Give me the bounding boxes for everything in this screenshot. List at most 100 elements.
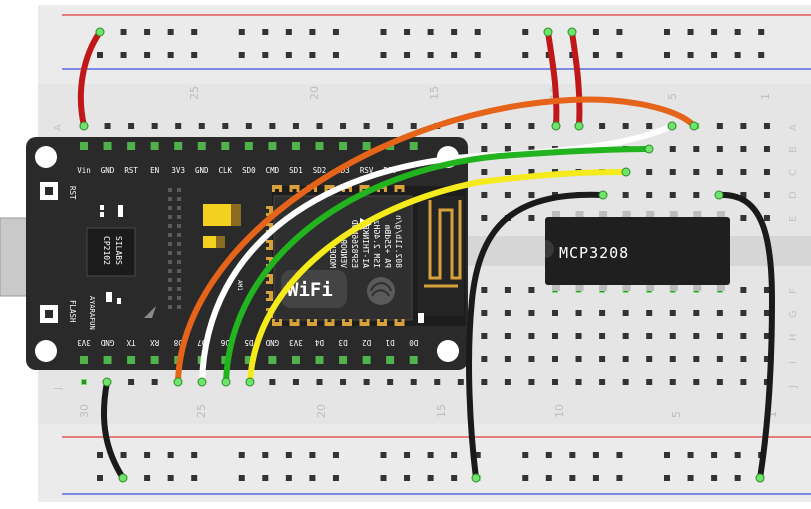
- rail-hole: [404, 452, 411, 458]
- breadboard-hole: [104, 123, 111, 129]
- breadboard-hole: [646, 333, 653, 339]
- rail-hole: [120, 52, 127, 58]
- header-pin-top: [80, 142, 88, 150]
- rail-hole: [309, 452, 316, 458]
- ic-leg-bottom: [646, 283, 655, 291]
- esp-pad-side: [266, 274, 273, 284]
- bottom-pin-label: D7: [197, 338, 206, 347]
- row-letter-e-right: E: [788, 216, 799, 222]
- rail-hole: [191, 475, 198, 481]
- wire-endpoint: [543, 27, 553, 37]
- top-pin-label: GND: [101, 166, 115, 175]
- silk-dot: [177, 278, 181, 282]
- breadboard-hole: [740, 356, 747, 362]
- breadboard-hole: [740, 146, 747, 152]
- rail-hole: [711, 475, 718, 481]
- rail-hole: [404, 475, 411, 481]
- smd-part-3: [118, 205, 123, 217]
- header-pin-bottom: [127, 356, 136, 364]
- silk-dot: [177, 269, 181, 273]
- row-letter-g-right: G: [788, 310, 799, 318]
- breadboard-hole: [599, 123, 606, 129]
- header-pin-top: [362, 142, 371, 150]
- rail-hole: [262, 52, 269, 58]
- top-pin-label: RSV: [360, 166, 374, 175]
- ic-leg-top: [693, 211, 702, 219]
- silk-dot: [177, 197, 181, 201]
- header-pin-top: [244, 142, 253, 150]
- rail-hole: [167, 29, 174, 35]
- header-pin-bottom: [315, 356, 324, 364]
- rail-hole: [734, 475, 741, 481]
- rail-hole: [285, 452, 292, 458]
- yellow-wire: [247, 169, 629, 385]
- wire-endpoint: [118, 473, 128, 483]
- breadboard-hole: [481, 379, 488, 385]
- silk-dot: [177, 287, 181, 291]
- breadboard-hole: [481, 169, 488, 175]
- row-letter-a-right: A: [788, 124, 799, 131]
- breadboard-hole: [740, 287, 747, 293]
- breadboard-hole: [646, 192, 653, 198]
- header-pin-bottom: [244, 356, 253, 364]
- esp-module-text-line: 802.11b/g/n: [394, 215, 403, 268]
- column-number-30-bottom: 30: [78, 404, 91, 418]
- header-pin-top: [103, 142, 112, 150]
- rail-hole: [522, 452, 529, 458]
- breadboard-hole: [599, 333, 606, 339]
- breadboard-hole: [410, 123, 417, 129]
- wire-endpoint: [755, 473, 765, 483]
- bottom-pin-label: D2: [362, 338, 371, 347]
- rail-hole: [144, 52, 151, 58]
- bottom-pin-label: D8: [173, 338, 183, 347]
- mcp3208-body: [545, 217, 730, 285]
- logo-triangle-icon: [144, 306, 156, 318]
- rail-hole: [309, 29, 316, 35]
- wire-endpoint: [471, 473, 481, 483]
- rail-hole: [238, 29, 245, 35]
- breadboard-hole: [763, 333, 770, 339]
- bottom-pin-label: GND: [100, 338, 114, 347]
- silk-dot: [177, 206, 181, 210]
- breadboard-hole: [669, 192, 676, 198]
- esp-pad-bottom: [289, 319, 300, 326]
- breadboard-hole: [222, 123, 229, 129]
- breadboard-hole: [481, 333, 488, 339]
- column-number-5-top: 5: [666, 93, 679, 100]
- rail-hole: [97, 452, 103, 458]
- header-pin-top: [409, 142, 418, 150]
- logo-swirl: [370, 282, 392, 297]
- breadboard-hole: [504, 356, 511, 362]
- column-number-10-bottom: 10: [553, 404, 566, 418]
- mcp3208-legs: [552, 211, 725, 291]
- rail-hole: [545, 452, 552, 458]
- rail-hole: [616, 29, 623, 35]
- breadboard-hole: [528, 123, 535, 129]
- breadboard-hole: [128, 379, 135, 385]
- rail-hole: [120, 452, 127, 458]
- flash-label: FLASH: [68, 300, 77, 323]
- wire-endpoint: [197, 377, 207, 387]
- rail-hole: [734, 452, 741, 458]
- breadboard-hole: [316, 123, 323, 129]
- rail-hole: [522, 29, 529, 35]
- breadboard-hole: [693, 169, 700, 175]
- silk-dot: [168, 188, 172, 192]
- cp2102-label: CP2102: [102, 236, 111, 265]
- breadboard-hole: [504, 146, 511, 152]
- breadboard-hole: [693, 310, 700, 316]
- breadboard-hole: [269, 123, 276, 129]
- breadboard-hole: [716, 123, 723, 129]
- breadboard-hole: [528, 310, 535, 316]
- silk-dot: [168, 278, 172, 282]
- red-wire-left: [77, 29, 103, 129]
- bottom-pin-label: D4: [315, 338, 325, 347]
- header-pin-top: [291, 142, 300, 150]
- breadboard-hole: [646, 169, 653, 175]
- esp-pad-top: [394, 185, 405, 192]
- rail-hole: [592, 452, 599, 458]
- rail-hole: [238, 475, 245, 481]
- row-letter-d-right: D: [788, 191, 799, 199]
